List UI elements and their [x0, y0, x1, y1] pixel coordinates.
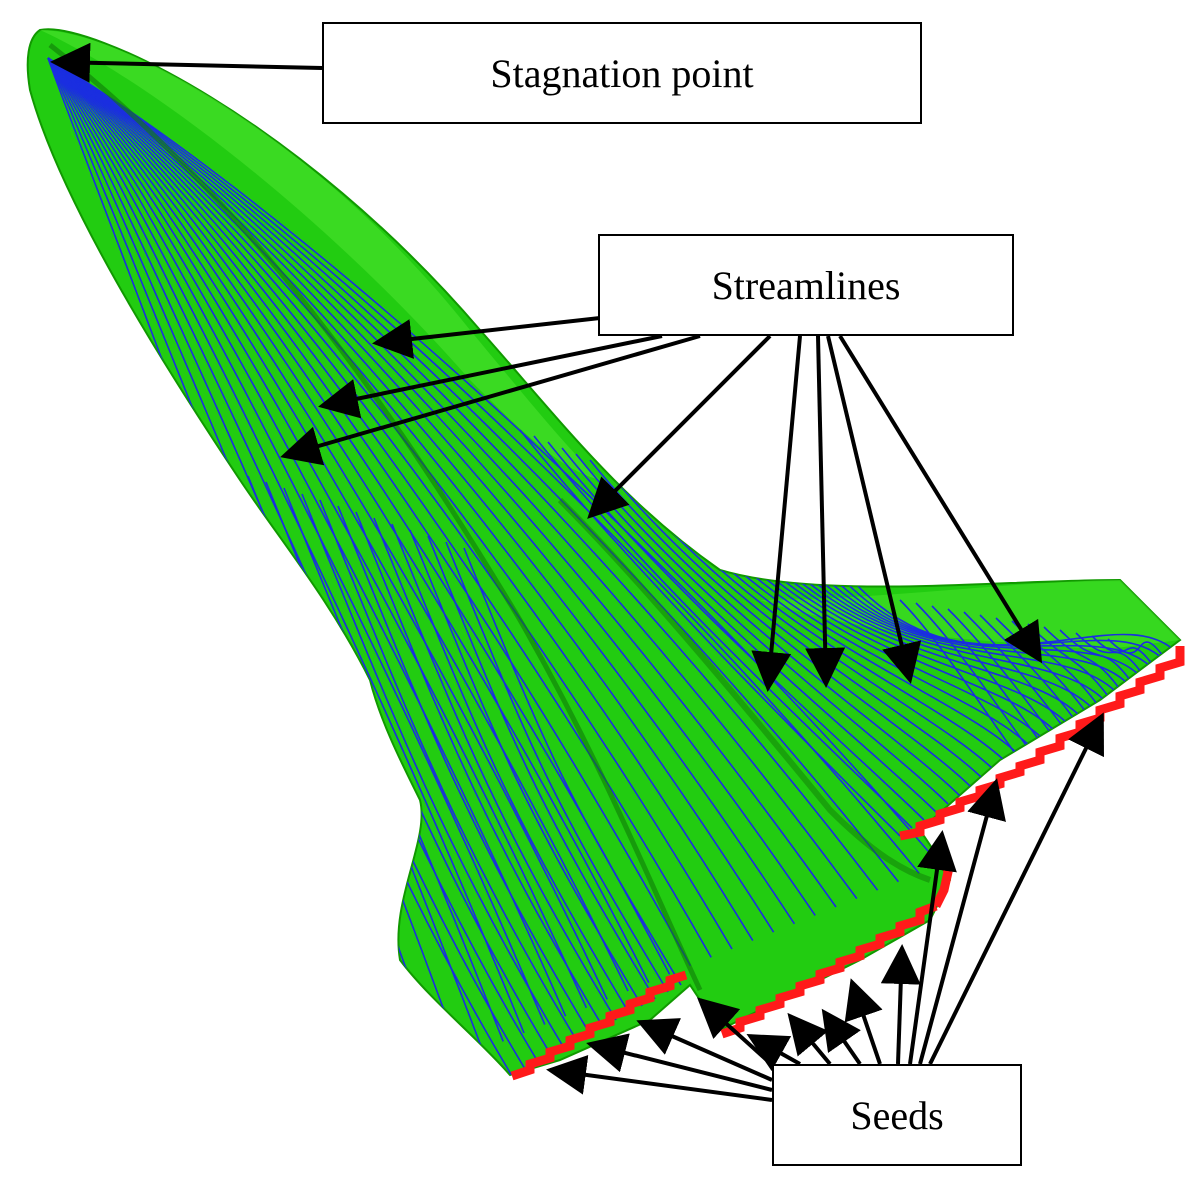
- streamline: [47, 57, 900, 883]
- seeds-label: Seeds: [772, 1064, 1022, 1166]
- streamline: [47, 57, 837, 908]
- arrow-seed-8: [844, 978, 883, 1065]
- streamline: [589, 459, 961, 797]
- arrow-stagnation: [50, 42, 323, 83]
- streamlines-label: Streamlines: [598, 234, 1014, 336]
- streamline: [47, 57, 733, 950]
- streamline: [47, 57, 588, 1009]
- streamline: [427, 535, 656, 1000]
- streamline: [355, 511, 604, 1028]
- arrow-streamline-4: [587, 334, 772, 519]
- vehicle-surface: [26, 28, 1182, 1077]
- fuselage-ridge: [48, 43, 703, 992]
- arrow-streamline-8: [838, 334, 1043, 664]
- streamline: [915, 602, 1032, 753]
- streamline: [1091, 635, 1153, 665]
- seed-line-wing: [899, 646, 1185, 841]
- arrow-seed-5: [746, 1034, 801, 1072]
- streamline: [947, 608, 1054, 737]
- streamline: [47, 57, 920, 874]
- streamline: [963, 611, 1065, 729]
- arrow-seed-2: [586, 1033, 773, 1092]
- streamline: [463, 547, 682, 986]
- streamline: [1059, 629, 1131, 681]
- streamline: [799, 549, 1141, 677]
- streamline: [47, 57, 525, 1034]
- arrow-streamline-3: [280, 334, 701, 466]
- arrow-streamline-7: [826, 335, 922, 684]
- streamline: [1043, 626, 1120, 689]
- annotation-arrows: [50, 42, 1104, 1102]
- arrow-seed-9: [880, 944, 921, 1065]
- streamline: [409, 529, 643, 1007]
- streamline: [1075, 632, 1142, 673]
- streamline: [931, 605, 1043, 745]
- streamline: [319, 499, 578, 1042]
- streamline: [47, 57, 754, 942]
- streamline: [445, 541, 669, 993]
- streamline: [47, 57, 775, 933]
- streamline: [1107, 638, 1164, 657]
- streamline: [899, 599, 1021, 761]
- streamline: [47, 57, 941, 866]
- arrow-seed-10: [908, 830, 957, 1065]
- streamline: [979, 614, 1076, 721]
- streamline: [47, 57, 546, 1025]
- arrow-streamline-5: [751, 335, 802, 692]
- wing-highlight: [760, 580, 1180, 650]
- arrow-seed-12: [928, 712, 1104, 1065]
- streamline: [301, 493, 565, 1049]
- stagnation-point-label: Stagnation point: [322, 22, 922, 124]
- streamline: [373, 517, 617, 1021]
- arrow-seed-11: [918, 778, 1006, 1065]
- arrow-streamline-2: [318, 334, 663, 419]
- streamline: [391, 523, 630, 1014]
- streamline: [47, 57, 629, 992]
- streamline: [47, 57, 567, 1017]
- streamline: [519, 429, 901, 837]
- seed-line-center: [720, 901, 938, 1039]
- arrow-seed-6: [787, 1012, 832, 1066]
- arrow-streamline-1: [372, 316, 601, 359]
- nose-highlight: [40, 30, 600, 480]
- wing-root-ridge: [557, 497, 931, 883]
- streamline: [47, 57, 504, 1042]
- arrow-seed-7: [821, 1008, 862, 1066]
- arrow-streamline-6: [805, 335, 846, 688]
- streamline: [47, 57, 608, 1000]
- streamline: [47, 57, 816, 916]
- streamline: [337, 505, 591, 1035]
- arrow-seed-1: [546, 1055, 773, 1102]
- streamline: [47, 57, 796, 925]
